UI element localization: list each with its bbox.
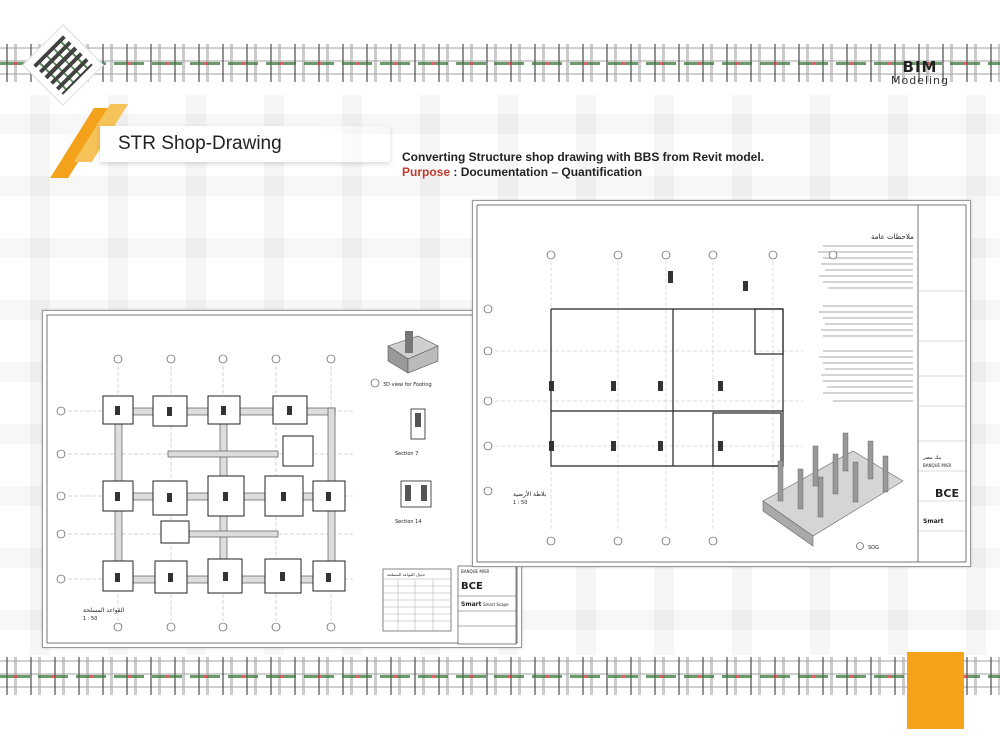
purpose-separator: : [450,165,461,179]
footing-3d-view [387,331,439,374]
plan-title: بلاطة الأرضية [513,490,547,498]
grid-bubbles [56,354,336,632]
slab-outline [550,308,784,467]
title-block-company: BCE [461,581,483,592]
bim-title: BIM [902,58,938,76]
title-block-rows [918,290,966,532]
section-7-label: Section 7 [395,451,418,457]
general-notes-text [818,245,913,402]
columns [115,406,331,582]
slab-on-grade-drawing: بنك مصر BANQUE MISR BCE Smart ملاحظات عا… [476,204,967,563]
plan-title: القواعد المسلحة [83,607,125,614]
section-14-label: Section 14 [395,519,422,525]
general-notes-title: ملاحظات عامة [871,233,914,241]
title-block-client-en: BANQUE MISR [923,463,952,468]
slab-3d-view [762,432,904,547]
bim-subtitle: Modeling [890,74,950,87]
title-block [457,565,517,645]
band-accent-stripe [0,62,1000,65]
schedule-title: جدول القواعد المسلحة [387,572,426,577]
plan-scale: 1 : 50 [513,500,527,506]
purpose-label: Purpose [402,165,451,179]
sheet-frame [476,204,967,563]
title-block-consultant: Smart [461,601,482,608]
plan-scale: 1 : 50 [83,616,97,622]
columns [549,271,748,451]
view-3d-label: 3D view for Footing [383,382,432,388]
band-accent-stripe [0,675,1000,678]
page-title: STR Shop-Drawing [118,133,282,154]
footing-schedule-table [382,568,452,632]
title-block-project: Smart Scape [483,602,509,607]
title-block-company: BCE [935,487,959,500]
title-banner [100,126,390,162]
top-ornamental-band [0,44,1000,82]
footing-drawing-sheet: 3D view for Footing Section 7 Section 14… [42,310,522,648]
purpose-value: Documentation – Quantification [460,165,643,179]
section-7-detail [410,408,426,440]
purpose-line: Purpose : Documentation – Quantification [402,165,642,179]
title-block-client: بنك مصر [922,455,941,461]
slab-drawing-sheet: بنك مصر BANQUE MISR BCE Smart ملاحظات عا… [472,200,971,567]
view-marker [370,378,380,388]
title-block-consultant: Smart [923,518,944,525]
description-line: Converting Structure shop drawing with B… [402,150,765,164]
title-block-client: BANQUE MISR [461,569,490,574]
section-14-detail [400,480,432,508]
footing-drawing: 3D view for Footing Section 7 Section 14… [46,314,518,645]
sog-label: SOG [868,545,879,551]
view-marker [856,542,864,550]
grid-bubbles [483,250,838,546]
accent-block [907,652,964,729]
bottom-ornamental-band [0,657,1000,695]
